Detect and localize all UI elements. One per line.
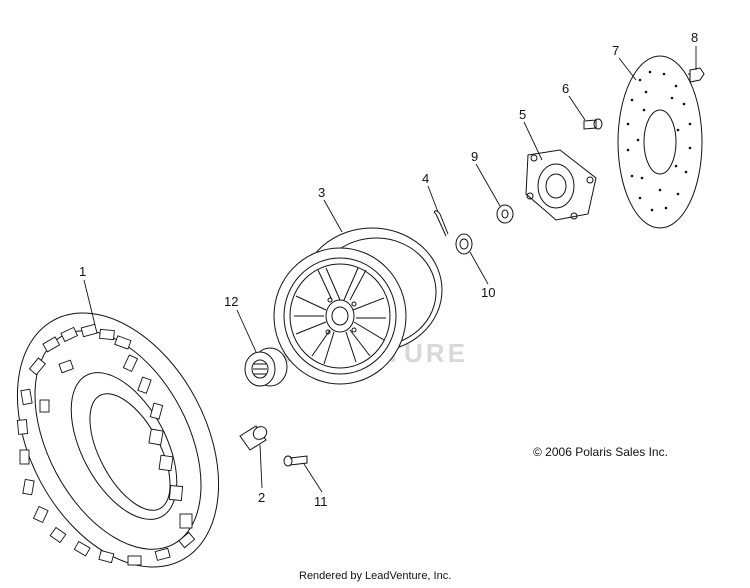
callout-12: 12 — [224, 294, 238, 309]
castle-nut — [455, 233, 473, 255]
footer-credit: Rendered by LeadVenture, Inc. — [299, 570, 452, 582]
stud-spacer — [239, 425, 268, 451]
bolt — [283, 455, 308, 467]
callout-2: 2 — [258, 490, 265, 505]
brake-disc — [617, 55, 703, 229]
washer — [496, 204, 514, 224]
callout-6: 6 — [562, 81, 569, 96]
leader-lines — [83, 46, 697, 493]
copyright-notice: © 2006 Polaris Sales Inc. — [533, 445, 668, 459]
callout-11: 11 — [314, 494, 328, 509]
tire-tread — [16, 323, 196, 566]
callout-9: 9 — [471, 149, 478, 164]
tire — [16, 312, 220, 568]
callout-1: 1 — [79, 264, 86, 279]
hub-nut-cap — [244, 347, 288, 387]
callouts: 1 2 3 4 5 6 7 8 9 10 11 12 — [79, 30, 698, 509]
cotter-pin — [433, 210, 449, 237]
callout-3: 3 — [318, 185, 325, 200]
callout-10: 10 — [481, 285, 495, 300]
callout-4: 4 — [422, 171, 429, 186]
callout-7: 7 — [612, 43, 619, 58]
hub-bolt — [583, 118, 603, 130]
disc-bolt — [688, 67, 705, 83]
callout-5: 5 — [519, 107, 526, 122]
callout-8: 8 — [691, 30, 698, 45]
wheel-hub — [525, 149, 597, 221]
wheel-rim — [273, 227, 443, 385]
